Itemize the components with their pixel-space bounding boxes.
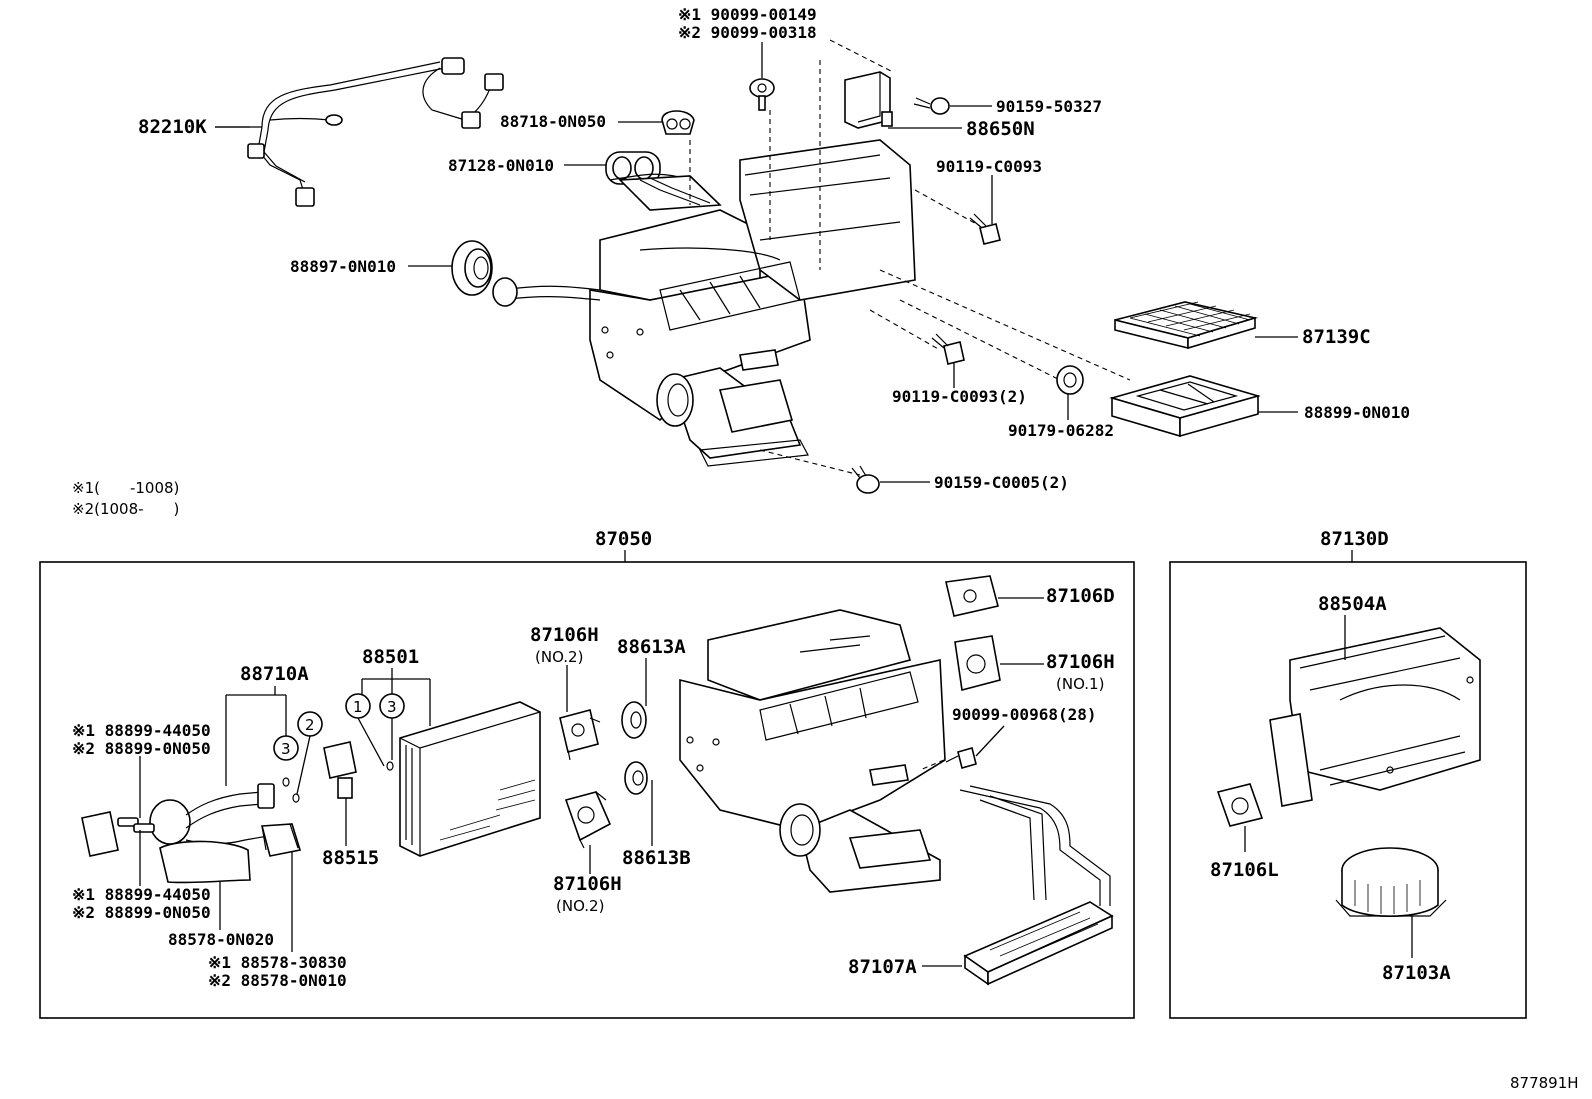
box-assembly-87050 — [39, 561, 1135, 1019]
label-87107A: 87107A — [848, 956, 917, 978]
evaporator-88501 — [399, 701, 541, 857]
label-90119-C0093-2: 90119-C0093(2) — [892, 387, 1027, 406]
label-88613A: 88613A — [617, 636, 686, 658]
label-assembly-87050: 87050 — [595, 528, 652, 550]
bolt-90119-C0093 — [969, 213, 1001, 245]
label-87106H-right-sub: (NO.1) — [1056, 675, 1104, 693]
label-88710A: 88710A — [240, 663, 309, 685]
label-87106H-top: 87106H — [530, 624, 599, 646]
servo-87106L — [1216, 783, 1264, 827]
bolt-90119-C0093-2 — [931, 333, 965, 365]
label-88897-0N010: 88897-0N010 — [290, 257, 396, 276]
diagram-id: 877891H — [1510, 1074, 1579, 1092]
gear-88613A — [621, 701, 647, 739]
label-seal-bottom-2: ※2 88899-0N050 — [72, 903, 211, 922]
bolt-90099 — [749, 78, 775, 111]
label-82210K: 82210K — [138, 116, 207, 138]
clip-88718 — [661, 110, 695, 135]
legend-note-1: ※1( -1008) — [72, 479, 179, 497]
heater-unit-top — [589, 139, 916, 467]
label-88578-0N010: ※2 88578-0N010 — [208, 971, 347, 990]
label-90159-C0005: 90159-C0005(2) — [934, 473, 1069, 492]
label-88613B: 88613B — [622, 847, 691, 869]
insulator-88578-0N020 — [159, 823, 302, 884]
label-87128-0N010: 87128-0N010 — [448, 156, 554, 175]
screw-90159-C0005 — [851, 465, 880, 494]
label-seal-bottom-1: ※1 88899-44050 — [72, 885, 211, 904]
label-bolt-note1: ※1 90099-00149 — [678, 5, 817, 24]
nut-90179 — [1056, 365, 1084, 395]
servo-87106H-top — [559, 709, 601, 761]
heater-unit-main — [679, 609, 946, 893]
label-88515: 88515 — [322, 847, 379, 869]
label-88578-30830: ※1 88578-30830 — [208, 953, 347, 972]
label-90179-06282: 90179-06282 — [1008, 421, 1114, 440]
label-87106H-bottom: 87106H — [553, 873, 622, 895]
label-88504A: 88504A — [1318, 593, 1387, 615]
circle-label-2: 2 — [305, 716, 315, 734]
wire-harness-82210K — [215, 57, 504, 207]
servo-87106H-right — [954, 635, 1001, 692]
label-87106L: 87106L — [1210, 859, 1279, 881]
screw-90159-50327 — [913, 97, 950, 115]
label-seal-top-1: ※1 88899-44050 — [72, 721, 211, 740]
label-87103A: 87103A — [1382, 962, 1451, 984]
gear-88613B — [624, 761, 648, 795]
label-88899-0N010: 88899-0N010 — [1304, 403, 1410, 422]
pipe-set-88710A — [81, 783, 275, 857]
module-88650N — [844, 71, 893, 129]
pipes-top — [492, 177, 711, 307]
o-ring-set — [273, 693, 405, 803]
label-87106D: 87106D — [1046, 585, 1115, 607]
box-assembly-87130D — [1169, 561, 1527, 1019]
label-88578-0N020: 88578-0N020 — [168, 930, 274, 949]
filter-87139C — [1114, 301, 1259, 350]
label-88650N: 88650N — [966, 118, 1035, 140]
label-88718-0N050: 88718-0N050 — [500, 112, 606, 131]
label-88501: 88501 — [362, 646, 419, 668]
label-90099-00968: 90099-00968(28) — [952, 705, 1097, 724]
circle-label-3: 3 — [281, 740, 291, 758]
circle-label-3b: 3 — [387, 698, 397, 716]
servo-87106D — [945, 575, 999, 617]
blower-motor-87103A — [1335, 847, 1447, 917]
heater-core-87107A — [959, 785, 1114, 986]
seal-ring-88897 — [451, 240, 493, 296]
servo-87106H-bottom — [564, 791, 612, 849]
label-87139C: 87139C — [1302, 326, 1371, 348]
label-87106H-top-sub: (NO.2) — [535, 648, 583, 666]
label-87106H-right: 87106H — [1046, 651, 1115, 673]
legend-note-2: ※2(1008- ) — [72, 500, 179, 518]
label-assembly-87130D: 87130D — [1320, 528, 1389, 550]
blower-case-88504A — [1269, 627, 1481, 807]
label-bolt-note2: ※2 90099-00318 — [678, 23, 817, 42]
screw-90099-00968 — [945, 747, 977, 769]
expansion-valve-88515 — [323, 741, 357, 799]
case-88899-0N010 — [1109, 375, 1261, 438]
label-90159-50327: 90159-50327 — [996, 97, 1102, 116]
circle-label-1b: 1 — [353, 698, 363, 716]
label-seal-top-2: ※2 88899-0N050 — [72, 739, 211, 758]
label-87106H-bottom-sub: (NO.2) — [556, 897, 604, 915]
label-90119-C0093: 90119-C0093 — [936, 157, 1042, 176]
